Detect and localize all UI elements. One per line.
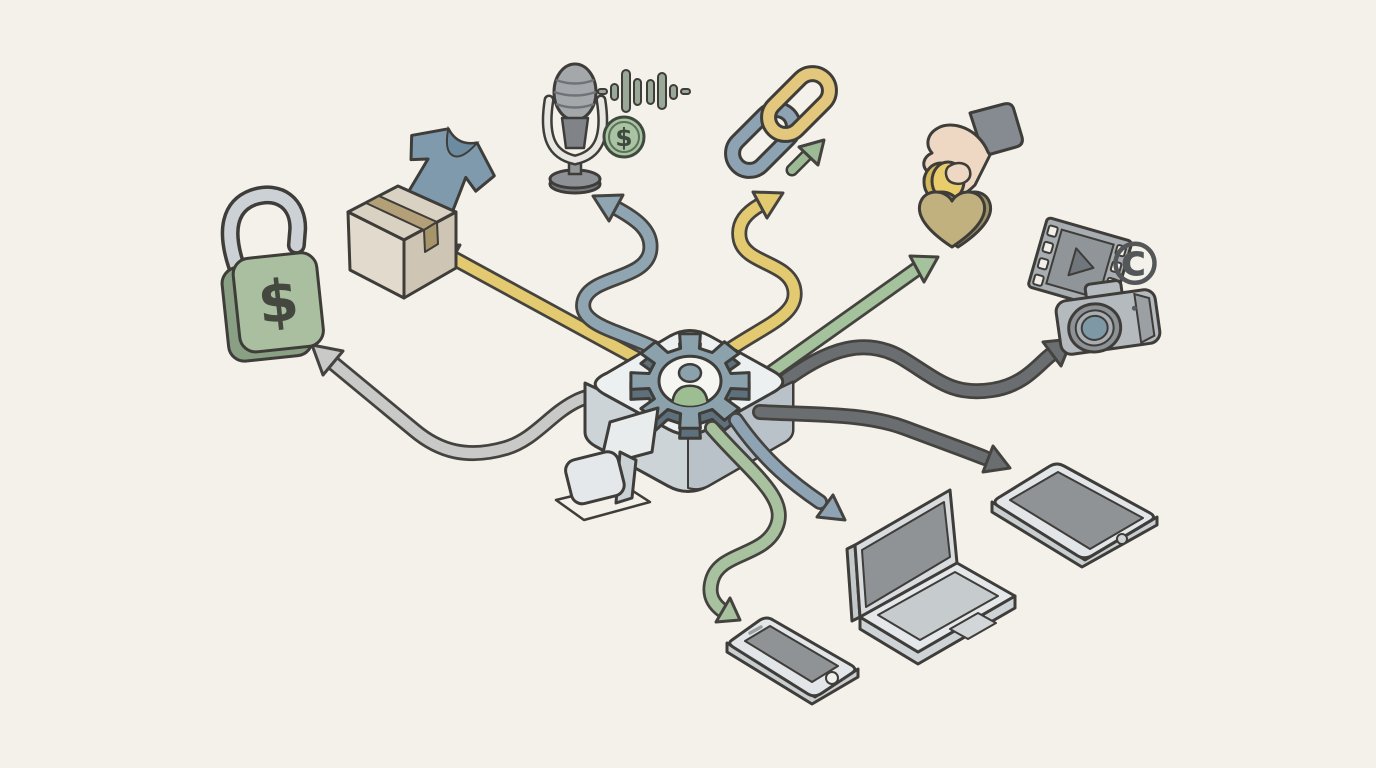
- lock-dollar-text: $: [255, 265, 302, 337]
- arrow-to-links: [718, 190, 803, 360]
- phone-speaker: [748, 625, 763, 635]
- chain-links-icon: [724, 65, 838, 179]
- phone-screen: [744, 625, 839, 683]
- tablet-home-button: [1116, 533, 1128, 545]
- phone-home-button: [825, 671, 839, 685]
- cardboard-box: [346, 184, 458, 300]
- arrow-to-merch: [428, 243, 648, 368]
- heart-icon: [917, 190, 993, 249]
- filmstrip-camera-copyright-icon: ©: [1027, 216, 1165, 356]
- person-icon: [672, 364, 708, 406]
- tablet-icon: [990, 462, 1159, 569]
- laptop-screen: [861, 501, 951, 608]
- box-tshirt-icon: [346, 125, 496, 300]
- creator-hub-platform: [554, 329, 795, 522]
- box-tape-tab: [423, 221, 439, 253]
- thumb: [944, 161, 972, 185]
- camera-shutter-dot: [1131, 305, 1137, 311]
- dollar-padlock-icon: $: [220, 185, 325, 363]
- laptop-icon: [845, 488, 1017, 666]
- gear-icon: [631, 334, 749, 429]
- microphone-waveform-coin-icon: $: [541, 62, 691, 195]
- chain-link-blue: [724, 101, 802, 179]
- laptop-trackpad: [949, 612, 997, 640]
- hub-chute: [554, 406, 660, 522]
- camera-icon: [1054, 279, 1162, 356]
- chain-link-gold: [760, 65, 838, 143]
- laptop-keyboard: [877, 571, 999, 641]
- play-icon: [1067, 247, 1095, 277]
- arrow-to-donation: [764, 254, 940, 380]
- dollar-coin-icon: $: [602, 115, 646, 159]
- growth-arrow-icon: [785, 138, 826, 177]
- arrow-to-media-copyright: [770, 337, 1074, 400]
- arrow-to-tablet: [752, 404, 1012, 474]
- hand-coin-heart-icon: [917, 102, 1024, 249]
- tablet-screen: [1009, 471, 1144, 550]
- arrow-to-phone: [702, 420, 787, 624]
- smartphone-icon: [725, 616, 860, 706]
- arrow-to-paid-lock: [310, 343, 620, 462]
- arrow-to-laptop: [728, 412, 847, 522]
- waveform-icon: [597, 69, 691, 113]
- arrow-to-audio: [575, 193, 666, 358]
- microphone-icon: [541, 62, 609, 195]
- coin-dollar-text: $: [615, 123, 632, 152]
